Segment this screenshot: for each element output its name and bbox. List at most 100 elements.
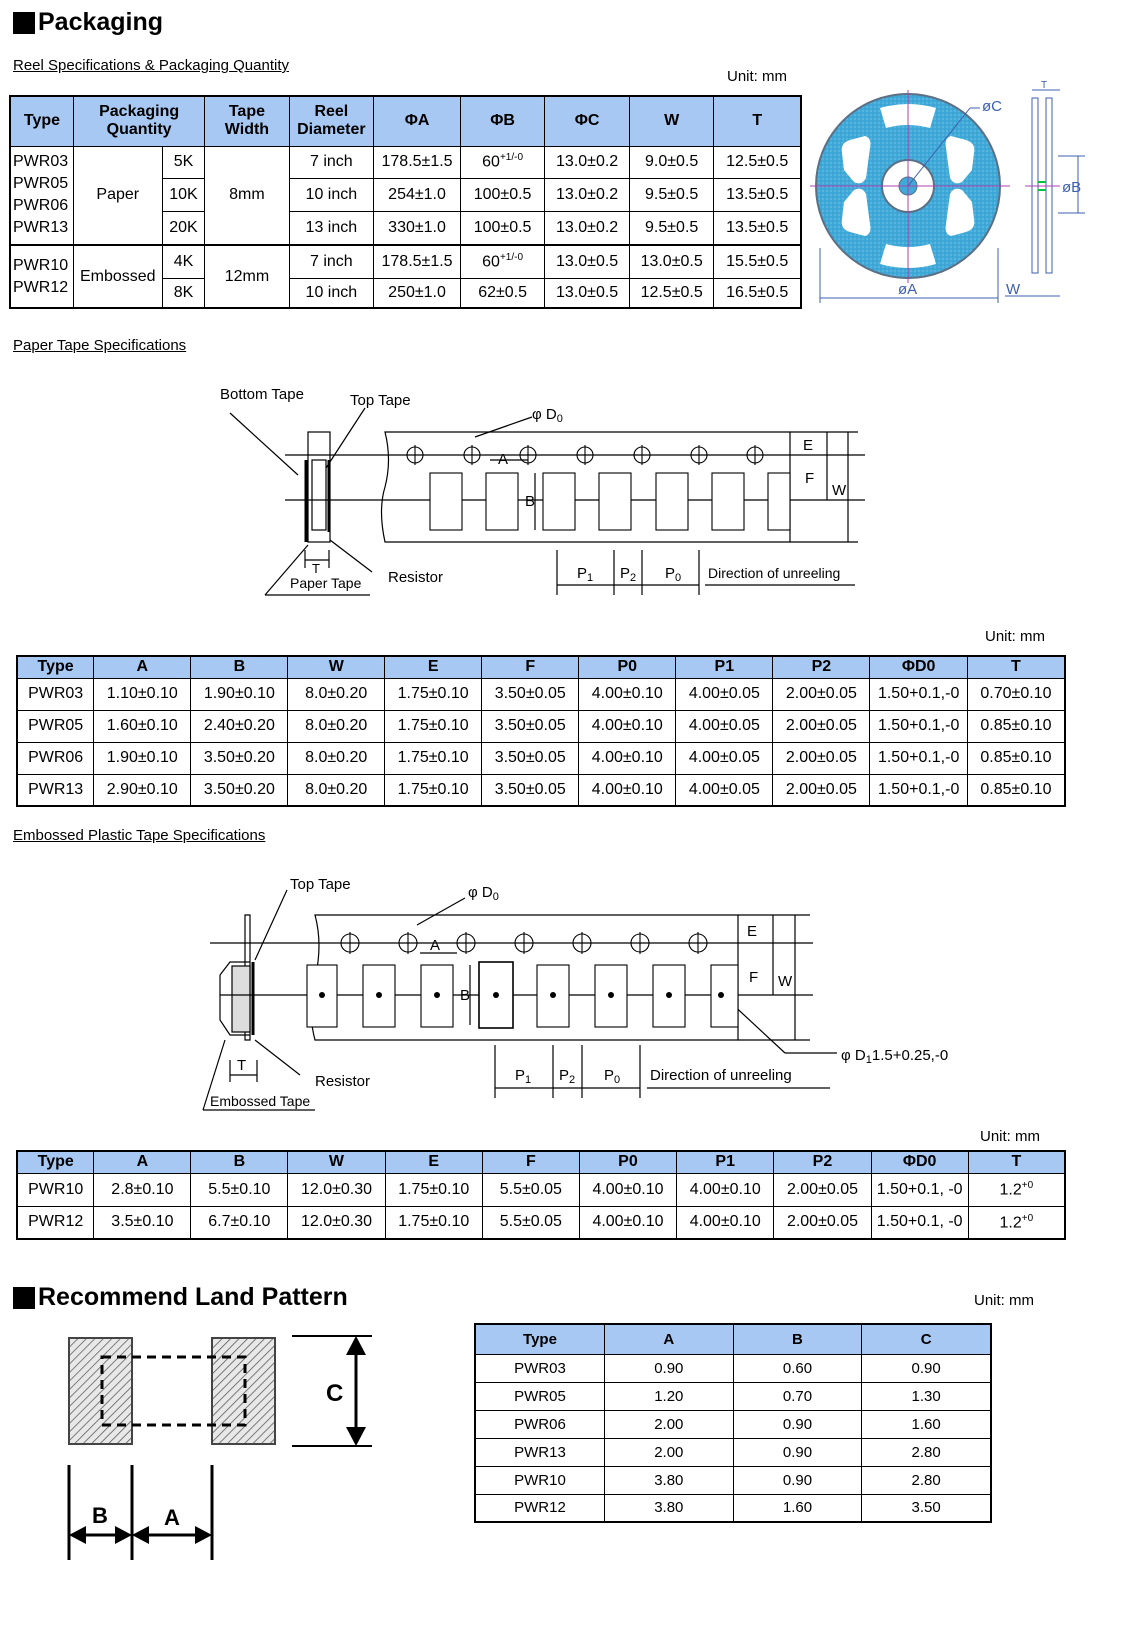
table-cell: 1.75±0.10 <box>384 741 483 775</box>
table-cell: 1.20 <box>603 1381 734 1411</box>
p2-label: P2 <box>559 1067 575 1086</box>
cell-value: 1.90±0.10 <box>203 685 275 702</box>
t-label: T <box>312 561 320 576</box>
table-cell: 8.0±0.20 <box>287 773 386 807</box>
embossed-header: P2 <box>773 1150 872 1174</box>
cell-value: PWR03 <box>514 1359 566 1377</box>
reel-cell: 100±0.5 <box>459 210 546 246</box>
cell-value: 3.50±0.05 <box>494 749 566 766</box>
arrow-down-icon <box>346 1427 366 1446</box>
reel-cell: 62±0.5 <box>459 277 546 309</box>
cell-value: 8.0±0.20 <box>305 780 368 798</box>
embossed-header: P0 <box>578 1150 678 1174</box>
t-label: T <box>237 1057 246 1074</box>
cell-value: 0.85±0.10 <box>980 780 1052 798</box>
table-cell: 4.00±0.05 <box>675 741 774 775</box>
table-cell: 12.0±0.30 <box>287 1172 386 1207</box>
cell-value: 0.70±0.10 <box>980 685 1052 702</box>
table-cell: 8.0±0.20 <box>287 741 386 775</box>
table-cell: 1.75±0.10 <box>384 1172 483 1207</box>
table-cell: 8.0±0.20 <box>287 677 386 711</box>
reel-cell: 13.5±0.5 <box>713 177 802 212</box>
table-cell: 0.70±0.10 <box>966 677 1066 711</box>
embossed-header: P1 <box>676 1150 775 1174</box>
paper-tape-diagram: Bottom Tape Top Tape φ D0 E F W A B T Pa… <box>220 386 865 596</box>
cell-value: 3.50±0.05 <box>494 780 566 798</box>
d0-leader <box>416 897 466 926</box>
cell-value: 4.00±0.05 <box>688 717 760 734</box>
cell-value: 4.00±0.10 <box>592 1180 664 1198</box>
reel-cell: 9.5±0.5 <box>628 177 715 212</box>
embossed-table-header: Type A B W E F P0 P1 P2 ΦD0 T <box>16 1150 1066 1174</box>
e-label: E <box>803 437 813 454</box>
e-label: E <box>747 923 757 940</box>
cell-value: 0.90 <box>782 1415 813 1433</box>
cell-value: 3.80 <box>654 1499 684 1517</box>
reel-cell: 60+1/-0 <box>459 244 546 279</box>
reel-header: Packaging Quantity <box>72 95 206 147</box>
reel-cell: 100±0.5 <box>459 177 546 212</box>
table-cell: 1.60 <box>732 1493 863 1523</box>
reel-cell: 10 inch <box>288 177 375 212</box>
arrow-up-icon <box>346 1336 366 1355</box>
cell-value: 3.50±0.20 <box>203 749 275 766</box>
reel-cell: 15.5±0.5 <box>713 244 802 279</box>
cell-value: 1.50+0.1, -0 <box>876 1180 963 1198</box>
paper-label: Paper <box>72 145 163 246</box>
table-cell: 0.60 <box>732 1353 863 1383</box>
table-cell: 0.90 <box>861 1353 992 1383</box>
f-label: F <box>805 470 814 487</box>
phi-b-label: øB <box>1062 179 1081 196</box>
reel-cell: 9.5±0.5 <box>628 210 715 246</box>
table-cell: 0.90 <box>603 1353 734 1383</box>
table-cell: PWR03 <box>474 1353 605 1383</box>
land-header: C <box>861 1323 992 1355</box>
table-cell: 1.50+0.1,-0 <box>869 709 968 743</box>
cell-value: 4.00±0.10 <box>591 685 663 702</box>
paper-header: P2 <box>772 655 871 679</box>
cell-value: 8.0±0.20 <box>305 717 368 734</box>
table-cell: 3.5±0.10 <box>93 1205 192 1240</box>
reel-header: Tape Width <box>204 95 290 147</box>
table-cell: 2.80 <box>861 1437 992 1467</box>
paper-header: F <box>481 655 580 679</box>
cell-value: 3.5±0.10 <box>111 1213 174 1231</box>
cell-value: PWR03 <box>28 685 84 702</box>
resistor-leader <box>254 1039 301 1076</box>
cell-value: 0.90 <box>911 1359 941 1377</box>
table-cell: 3.50±0.05 <box>481 677 580 711</box>
embossed-header: F <box>481 1150 580 1174</box>
reel-header: ΦC <box>544 95 630 147</box>
reel-cell: 13.0±0.2 <box>544 177 630 212</box>
embossed-tape-label: Embossed Tape <box>210 1093 310 1109</box>
embossed-header: W <box>287 1150 386 1174</box>
land-header: Type <box>474 1323 605 1355</box>
reel-window <box>945 136 975 184</box>
reel-types-embossed: PWR10 PWR12 <box>9 244 74 309</box>
reel-cell: 5K <box>161 145 206 179</box>
paper-unit: Unit: mm <box>985 628 1045 645</box>
reel-cell: 13.5±0.5 <box>713 210 802 246</box>
table-cell: 6.7±0.10 <box>190 1205 289 1240</box>
b-label: B <box>460 987 470 1004</box>
paper-header: B <box>190 655 289 679</box>
reel-cell: 16.5±0.5 <box>713 277 802 309</box>
p1-label: P1 <box>515 1067 531 1086</box>
reel-cell: 178.5±1.5 <box>373 244 461 279</box>
bottom-tape-leader <box>229 412 299 476</box>
table-cell: 12.0±0.30 <box>287 1205 386 1240</box>
table-cell: 3.50±0.20 <box>190 773 289 807</box>
w-label: W <box>778 973 793 990</box>
table-cell: 3.50±0.20 <box>190 741 289 775</box>
cell-value: 8.0±0.20 <box>305 685 368 702</box>
phi-a-label: øA <box>898 281 917 298</box>
reel-table-header: Type Packaging Quantity Tape Width Reel … <box>9 95 802 147</box>
cell-value: PWR13 <box>514 1443 566 1461</box>
reel-window <box>841 136 871 184</box>
reel-b-value: 60 <box>482 153 500 171</box>
